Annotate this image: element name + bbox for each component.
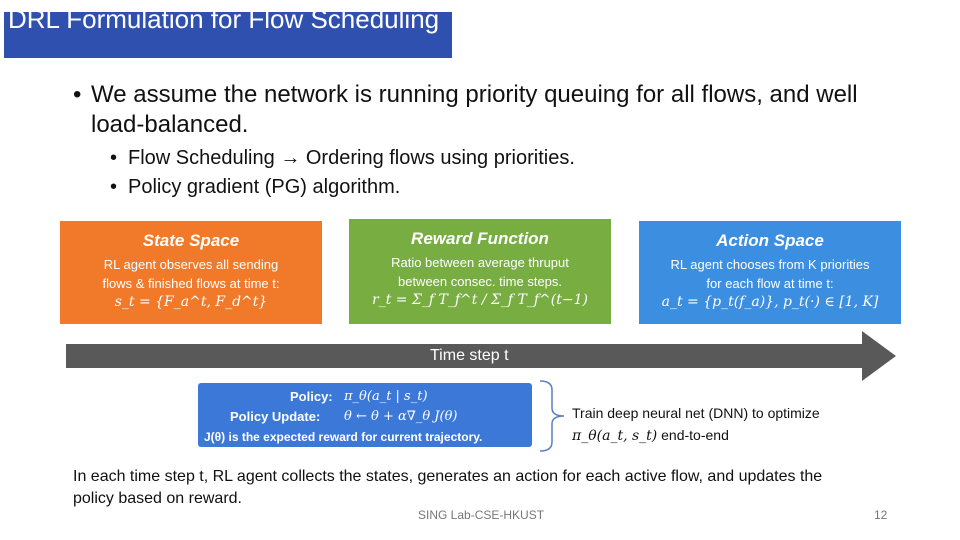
timeline-arrow [66, 331, 896, 381]
bullet-dot: • [110, 176, 118, 198]
train-dnn-text: Train deep neural net (DNN) to optimize … [572, 402, 820, 447]
right-brace-icon [539, 380, 565, 452]
train-line1: Train deep neural net (DNN) to optimize [572, 405, 820, 421]
action-space-box: Action Space RL agent chooses from K pri… [639, 221, 901, 324]
action-space-line1: RL agent chooses from K priorities [670, 257, 870, 272]
footer-text: SING Lab-CSE-HKUST [418, 508, 545, 522]
train-line2-row: π_θ(a_t, s_t) end-to-end [572, 424, 820, 447]
sub-bullet-text-a: Flow Scheduling [128, 147, 275, 169]
policy-box: Policy: π_θ(a_t | s_t) Policy Update: θ … [198, 383, 532, 447]
summary-text: In each time step t, RL agent collects t… [73, 468, 823, 507]
reward-function-line1: Ratio between average thruput [391, 255, 569, 270]
state-space-header: State Space [142, 231, 240, 250]
sub-bullet-text: Policy gradient (PG) algorithm. [128, 176, 401, 198]
sub-bullet-policy-gradient: • Policy gradient (PG) algorithm. [110, 174, 400, 200]
main-bullet-text: We assume the network is running priorit… [91, 81, 858, 138]
action-space-line2: for each flow at time t: [706, 276, 834, 291]
reward-function-box: Reward Function Ratio between average th… [349, 219, 611, 324]
timeline-label: Time step t [430, 347, 509, 364]
page-number: 12 [874, 508, 888, 522]
sub-bullet-flow-scheduling: • Flow Scheduling → Ordering flows using … [110, 145, 575, 171]
bullet-dot: • [73, 81, 82, 108]
right-arrow-icon: → [280, 147, 301, 169]
objective-text: J(θ) is the expected reward for current … [204, 430, 483, 444]
policy-label: Policy: [290, 389, 333, 404]
reward-function-header: Reward Function [411, 229, 549, 248]
bullet-dot: • [110, 147, 118, 169]
policy-update-label: Policy Update: [230, 409, 321, 424]
action-space-formula: a_t = {p_t(f_a)}, p_t(·) ∈ [1, K] [661, 294, 879, 310]
train-formula: π_θ(a_t, s_t) [572, 428, 658, 444]
policy-update-formula: θ ← θ + α∇_θ J(θ) [344, 409, 458, 424]
reward-function-line2: between consec. time steps. [397, 274, 563, 289]
reward-function-formula: r_t = Σ_f T_f^t / Σ_f T_f^(t−1) [372, 292, 588, 308]
timeline-arrow-shape [66, 331, 896, 381]
main-bullet: • We assume the network is running prior… [73, 80, 893, 140]
state-space-box: State Space RL agent observes all sendin… [60, 221, 322, 324]
policy-formula: π_θ(a_t | s_t) [344, 389, 428, 404]
state-space-line1: RL agent observes all sending [103, 257, 279, 272]
train-line2: end-to-end [661, 427, 729, 443]
state-space-line2: flows & finished flows at time t: [102, 276, 280, 291]
sub-bullet-text-b: Ordering flows using priorities. [305, 147, 575, 169]
slide-title: DRL Formulation for Flow Scheduling [8, 12, 440, 34]
objective-row: J(θ) is the expected reward for current … [198, 427, 532, 447]
policy-update-row: Policy Update: θ ← θ + α∇_θ J(θ) [198, 407, 532, 427]
state-space-formula: s_t = {F_a^t, F_d^t} [114, 294, 268, 310]
action-space-header: Action Space [716, 231, 824, 250]
title-bar: DRL Formulation for Flow Scheduling [4, 12, 452, 58]
policy-row: Policy: π_θ(a_t | s_t) [198, 387, 532, 407]
